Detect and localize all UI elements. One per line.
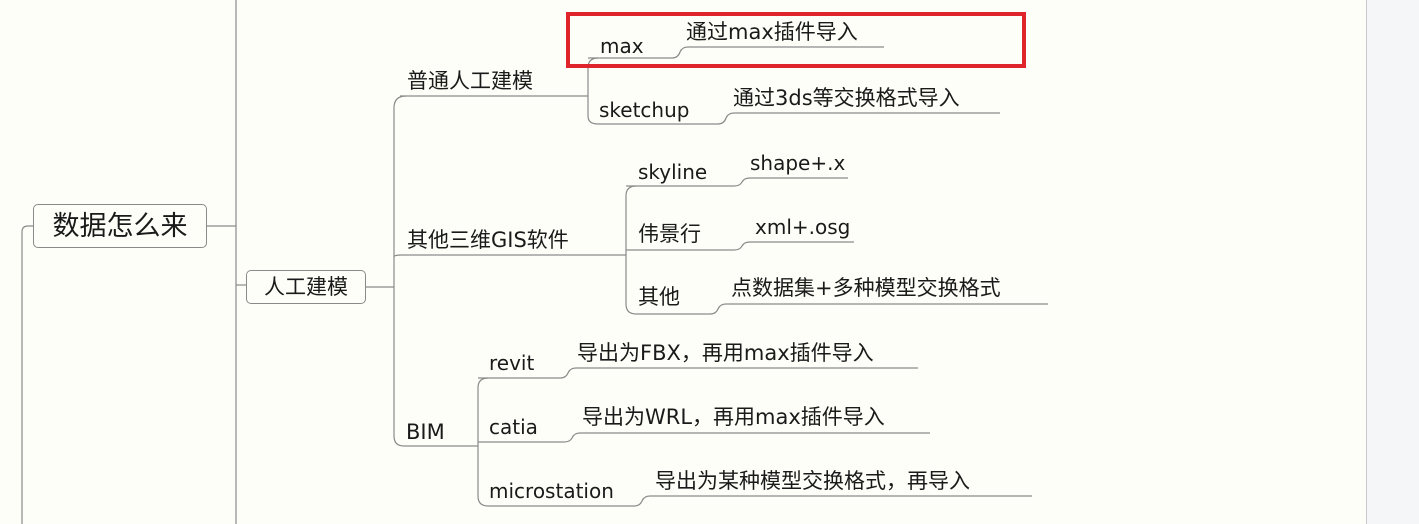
connector-g2-c2 <box>488 495 1032 507</box>
leaf-node-sketchup[interactable]: 通过3ds等交换格式导入 <box>733 86 960 110</box>
child-node-catia[interactable]: catia <box>489 415 538 439</box>
connector-g1-c1 <box>626 241 854 251</box>
leaf-node-microstation[interactable]: 导出为某种模型交换格式，再导入 <box>655 469 970 493</box>
mindmap-canvas: 数据怎么来 人工建模 普通人工建模 其他三维GIS软件 BIM max 通过ma… <box>21 0 1048 524</box>
group-node-1[interactable]: 其他三维GIS软件 <box>407 228 569 252</box>
group-node-2[interactable]: BIM <box>406 420 445 444</box>
child-node-skyline[interactable]: skyline <box>638 160 708 184</box>
highlight-frame <box>566 12 1026 68</box>
child-node-weijingxing[interactable]: 伟景行 <box>638 222 701 246</box>
connector-g2-c1 <box>478 432 930 443</box>
leaf-node-catia[interactable]: 导出为WRL，再用max插件导入 <box>582 405 885 429</box>
level1-node[interactable]: 人工建模 <box>246 270 366 304</box>
side-panel <box>1366 0 1419 524</box>
root-node-label: 数据怎么来 <box>52 210 188 242</box>
root-node[interactable]: 数据怎么来 <box>33 204 207 248</box>
child-node-microstation[interactable]: microstation <box>489 479 614 503</box>
leaf-node-max[interactable]: 通过max插件导入 <box>686 20 858 44</box>
connector-lines <box>21 0 1048 524</box>
connector-group-0-trunk <box>587 57 599 125</box>
leaf-node-skyline[interactable]: shape+.x <box>750 151 846 175</box>
connector-g1-c0 <box>626 177 848 187</box>
connector-groups-trunk <box>393 95 407 447</box>
child-node-revit[interactable]: revit <box>489 351 535 375</box>
connector-g1-c2 <box>636 303 1048 315</box>
group-node-0[interactable]: 普通人工建模 <box>407 69 533 93</box>
leaf-node-weijingxing[interactable]: xml+.osg <box>755 215 851 239</box>
connector-to-group-1-underline <box>393 254 626 258</box>
leaf-node-other[interactable]: 点数据集+多种模型交换格式 <box>731 276 1001 300</box>
connector-g2-c0 <box>478 367 918 379</box>
connector-g0-c1 <box>598 112 1000 125</box>
level1-node-label: 人工建模 <box>264 274 348 299</box>
connector-g0-c0 <box>588 46 884 59</box>
connector-left-outer <box>21 225 33 524</box>
child-node-other[interactable]: 其他 <box>638 285 680 309</box>
child-node-max[interactable]: max <box>600 34 644 58</box>
leaf-node-revit[interactable]: 导出为FBX，再用max插件导入 <box>577 341 874 365</box>
child-node-sketchup[interactable]: sketchup <box>599 98 690 122</box>
